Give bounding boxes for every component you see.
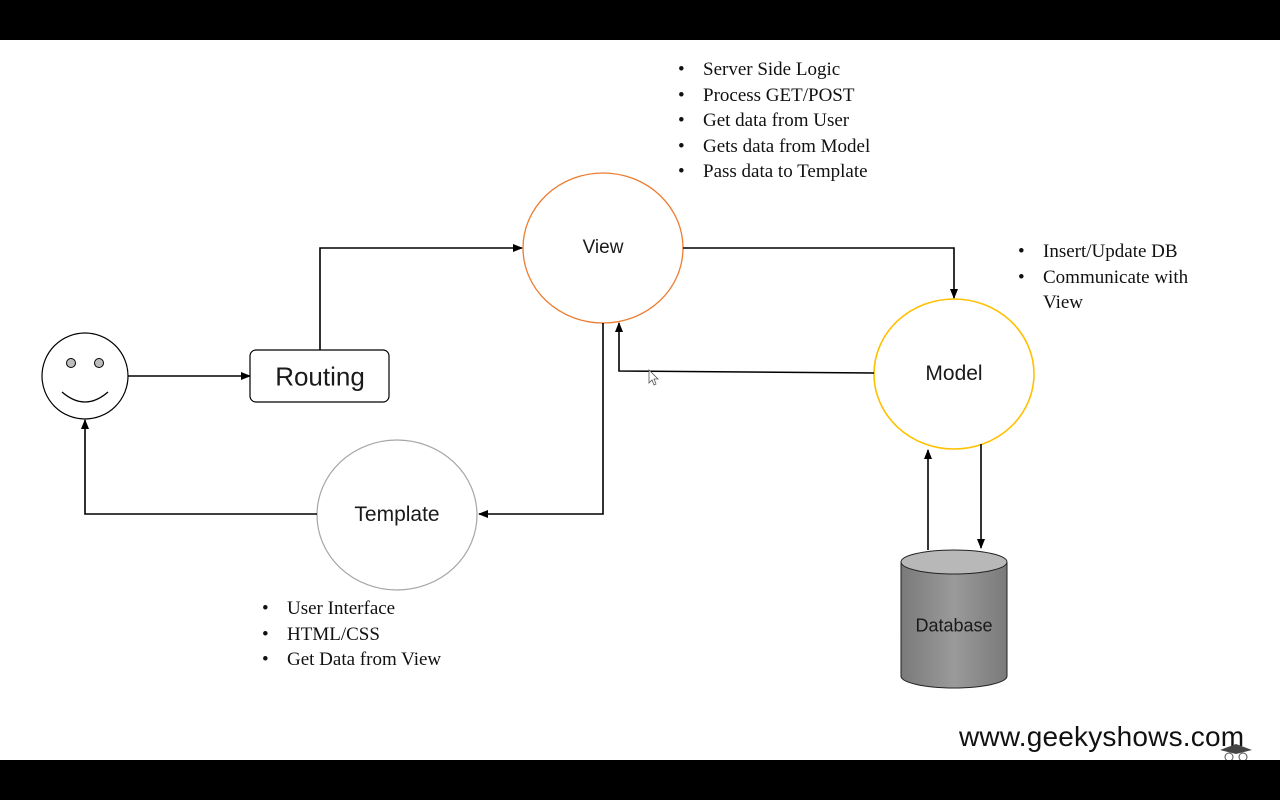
view-note-item: Get data from User (678, 108, 870, 134)
diagram-slide: View Routing Model Template Database Ser… (0, 40, 1280, 760)
model-notes-list: Insert/Update DB Communicate with View (1018, 239, 1218, 316)
view-note-item: Process GET/POST (678, 83, 870, 109)
template-label: Template (354, 503, 440, 526)
model-note-item: Communicate with View (1018, 265, 1218, 316)
template-circle (316, 439, 478, 591)
template-note-item: User Interface (262, 596, 441, 622)
routing-label: Routing (275, 361, 365, 392)
arrow-template-to-user (81, 419, 317, 515)
view-note-item: Pass data to Template (678, 159, 870, 185)
site-watermark: www.geekyshows.com (959, 721, 1245, 752)
arrow-view-to-model (683, 247, 958, 299)
template-note-item: HTML/CSS (262, 622, 441, 648)
template-note-item: Get Data from View (262, 647, 441, 673)
arrow-model-to-view (615, 322, 875, 374)
model-note-item: Insert/Update DB (1018, 239, 1218, 265)
view-notes-list: Server Side Logic Process GET/POST Get d… (678, 57, 870, 185)
database-cylinder (900, 549, 1008, 689)
template-notes-list: User Interface HTML/CSS Get Data from Vi… (262, 596, 441, 673)
mvt-flow-diagram (41, 172, 1035, 689)
view-label: View (582, 237, 624, 258)
mouse-cursor-icon (648, 369, 659, 386)
model-label: Model (925, 362, 983, 385)
view-note-item: Server Side Logic (678, 57, 870, 83)
geekyshows-logo-icon (1220, 744, 1252, 760)
database-label: Database (915, 615, 993, 636)
arrow-routing-to-view (319, 244, 523, 350)
arrow-view-to-template (478, 323, 604, 518)
view-note-item: Gets data from Model (678, 134, 870, 160)
user-smiley-icon (41, 332, 129, 420)
flow-arrows (81, 244, 985, 550)
model-circle (873, 298, 1035, 450)
